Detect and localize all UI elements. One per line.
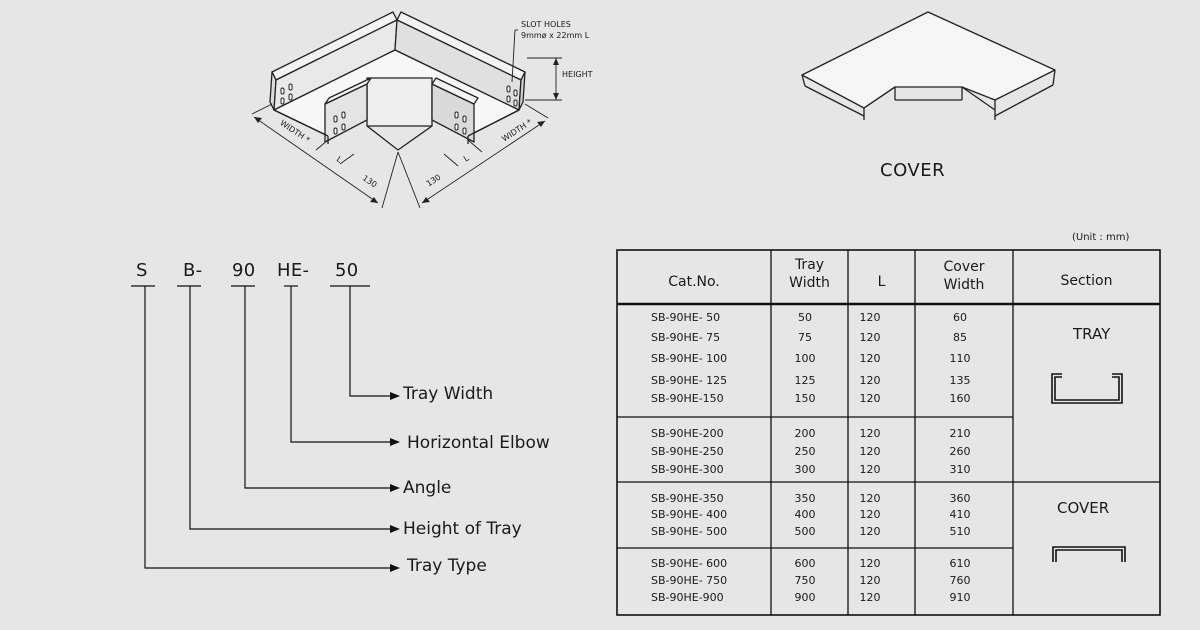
code-leader-lines	[131, 285, 400, 572]
cell-l: 120	[859, 427, 881, 440]
cell-cover-width: 85	[953, 331, 967, 344]
cell-l: 120	[859, 463, 881, 476]
desc-height-of-tray: Height of Tray	[403, 519, 522, 539]
cell-l: 120	[859, 591, 881, 604]
cell-tray-width: 350	[794, 492, 816, 505]
header-cover-width: Cover Width	[943, 259, 985, 293]
cell-cat-no: SB-90HE- 500	[651, 525, 728, 538]
cover-section-icon	[1052, 546, 1126, 562]
header-section: Section	[1060, 273, 1113, 289]
cell-cat-no: SB-90HE-200	[651, 427, 724, 440]
cell-cover-width: 760	[949, 574, 971, 587]
cell-l: 120	[859, 374, 881, 387]
desc-horizontal-elbow: Horizontal Elbow	[407, 433, 550, 453]
cell-cover-width: 510	[949, 525, 971, 538]
cell-cover-width: 60	[953, 311, 967, 324]
header-tray-width: Tray Width	[789, 257, 830, 291]
cell-cover-width: 160	[949, 392, 971, 405]
cell-tray-width: 300	[794, 463, 816, 476]
cell-cat-no: SB-90HE- 600	[651, 557, 728, 570]
cell-tray-width: 500	[794, 525, 816, 538]
unit-note: (Unit : mm)	[1072, 232, 1130, 243]
cell-tray-width: 100	[794, 352, 816, 365]
cell-l: 120	[859, 557, 881, 570]
desc-tray-width: Tray Width	[403, 384, 494, 404]
cell-cat-no: SB-90HE- 750	[651, 574, 728, 587]
cell-l: 120	[859, 492, 881, 505]
slot-holes-label: SLOT HOLES	[521, 20, 571, 29]
cell-tray-width: 50	[798, 311, 812, 324]
cell-l: 120	[859, 311, 881, 324]
section-cover-label: COVER	[1057, 499, 1110, 517]
header-cat-no: Cat.No.	[668, 274, 720, 290]
cell-cat-no: SB-90HE-900	[651, 591, 724, 604]
cell-tray-width: 150	[794, 392, 816, 405]
cell-cat-no: SB-90HE- 400	[651, 508, 728, 521]
cell-cover-width: 910	[949, 591, 971, 604]
code-segment-90: 90	[232, 260, 256, 281]
cell-tray-width: 600	[794, 557, 816, 570]
cell-l: 120	[859, 574, 881, 587]
cell-tray-width: 900	[794, 591, 816, 604]
cell-tray-width: 200	[794, 427, 816, 440]
header-l: L	[877, 274, 886, 290]
cell-cover-width: 360	[949, 492, 971, 505]
code-segment-s: S	[136, 260, 148, 281]
code-segment-b: B-	[183, 260, 203, 281]
cell-l: 120	[859, 445, 881, 458]
desc-tray-type: Tray Type	[407, 556, 487, 576]
cell-l: 120	[859, 508, 881, 521]
cell-cat-no: SB-90HE- 75	[651, 331, 721, 344]
cell-cat-no: SB-90HE-350	[651, 492, 724, 505]
height-label: HEIGHT	[562, 70, 593, 79]
cell-tray-width: 125	[794, 374, 816, 387]
cell-tray-width: 750	[794, 574, 816, 587]
cell-cat-no: SB-90HE-300	[651, 463, 724, 476]
cell-cover-width: 260	[949, 445, 971, 458]
section-tray-label: TRAY	[1073, 325, 1111, 343]
cover-drawing-label: COVER	[880, 160, 946, 181]
tray-section-icon	[1051, 373, 1123, 404]
code-segment-50: 50	[335, 260, 359, 281]
cell-cover-width: 135	[949, 374, 971, 387]
code-segment-he: HE-	[277, 260, 310, 281]
cell-cover-width: 210	[949, 427, 971, 440]
cell-cat-no: SB-90HE- 100	[651, 352, 728, 365]
cell-cat-no: SB-90HE-150	[651, 392, 724, 405]
cell-cat-no: SB-90HE- 125	[651, 374, 728, 387]
cover-drawing	[801, 11, 1056, 120]
cell-cat-no: SB-90HE- 50	[651, 311, 721, 324]
cell-l: 120	[859, 352, 881, 365]
elbow-tray-drawing	[251, 11, 562, 209]
cell-l: 120	[859, 392, 881, 405]
desc-angle: Angle	[403, 478, 452, 498]
cell-cover-width: 310	[949, 463, 971, 476]
cell-l: 120	[859, 525, 881, 538]
cell-cat-no: SB-90HE-250	[651, 445, 724, 458]
cell-cover-width: 610	[949, 557, 971, 570]
cell-tray-width: 75	[798, 331, 812, 344]
cell-cover-width: 410	[949, 508, 971, 521]
cell-l: 120	[859, 331, 881, 344]
cell-tray-width: 250	[794, 445, 816, 458]
cell-cover-width: 110	[949, 352, 971, 365]
slot-dimensions-label: 9mmø x 22mm L	[521, 31, 590, 40]
cell-tray-width: 400	[794, 508, 816, 521]
